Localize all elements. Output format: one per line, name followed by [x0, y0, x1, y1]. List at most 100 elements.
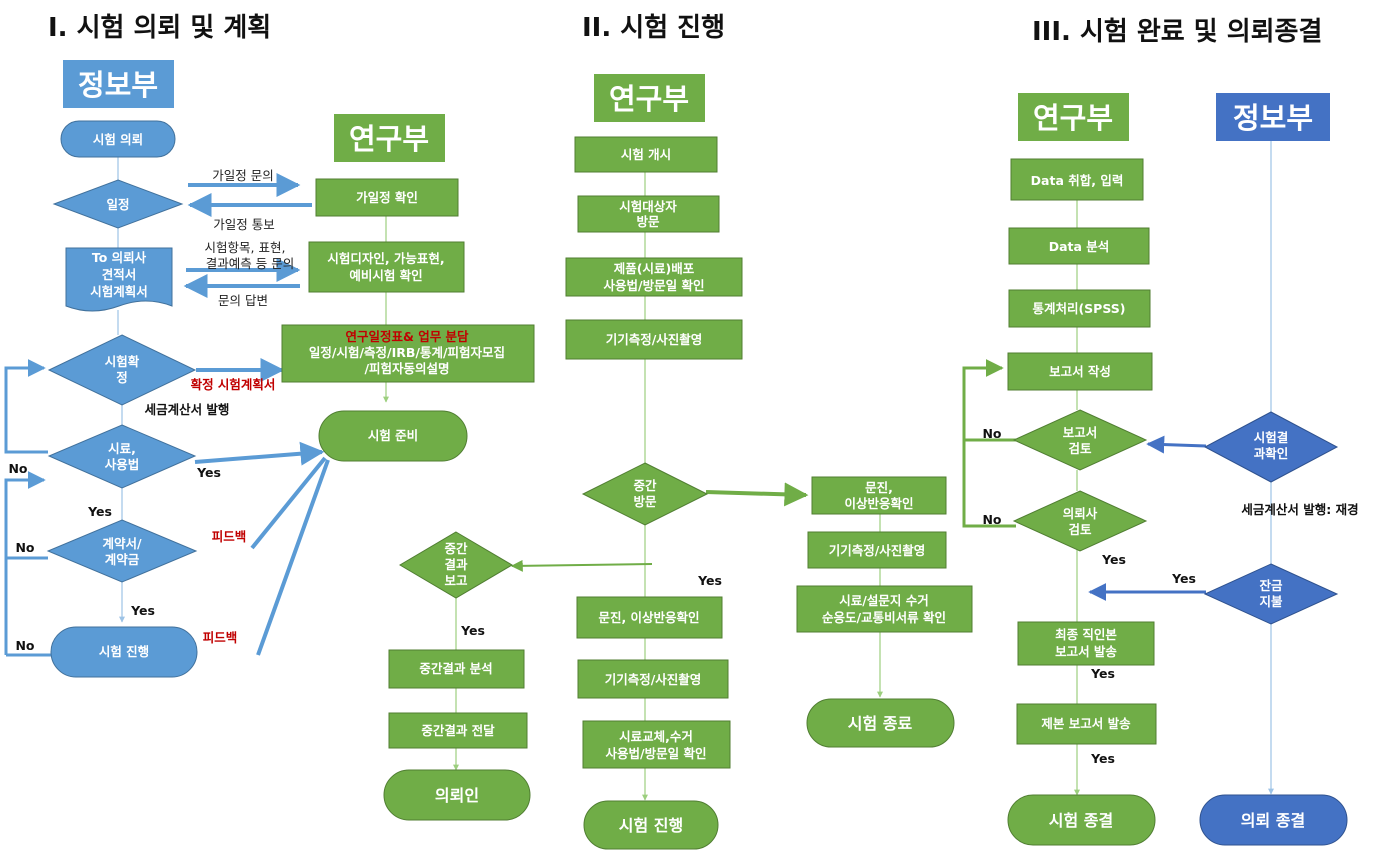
- svg-text:연구부: 연구부: [609, 82, 689, 116]
- label-yes-final: Yes: [1090, 666, 1115, 681]
- node-progress-left: 시험 진행: [50, 626, 198, 678]
- label-no-contract: No: [15, 540, 34, 555]
- svg-text:이상반응확인: 이상반응확인: [844, 496, 913, 511]
- svg-text:최종 직인본: 최종 직인본: [1055, 627, 1117, 642]
- node-test-prep: 시험 준비: [318, 410, 468, 462]
- label-confirmed-plan: 확정 시험계획서: [191, 377, 276, 392]
- section3-info-header: 정보부: [1216, 93, 1330, 141]
- node-bound-report: 제본 보고서 발송: [1016, 703, 1157, 745]
- svg-text:정: 정: [116, 370, 128, 385]
- svg-text:Data 분석: Data 분석: [1049, 239, 1110, 254]
- node-client-review: 의뢰사 검토: [1012, 490, 1148, 552]
- section-title-2: II. 시험 진행: [582, 13, 725, 43]
- svg-text:시험 진행: 시험 진행: [619, 816, 683, 835]
- svg-text:견적서: 견적서: [102, 267, 137, 282]
- svg-text:시료,: 시료,: [108, 441, 136, 456]
- label-yes-mid: Yes: [697, 573, 722, 588]
- svg-text:중간: 중간: [633, 478, 657, 493]
- node-measure-1: 기기측정/사진촬영: [565, 319, 743, 360]
- label-yes-contract: Yes: [87, 504, 112, 519]
- label-items-inquiry-2: 결과예측 등 문의: [206, 256, 294, 271]
- svg-text:시험대상자: 시험대상자: [619, 199, 677, 214]
- label-inquiry-answer: 문의 답변: [218, 293, 268, 308]
- node-mid-visit: 중간 방문: [581, 462, 709, 526]
- svg-text:시험 종료: 시험 종료: [848, 714, 913, 733]
- node-balance-pay: 잔금 지불: [1203, 563, 1339, 625]
- svg-text:제품(시료)배포: 제품(시료)배포: [614, 261, 695, 276]
- section-title-3: III. 시험 완료 및 의뢰종결: [1032, 17, 1322, 47]
- label-yes-client-review: Yes: [1101, 552, 1126, 567]
- svg-text:문진,: 문진,: [865, 480, 893, 495]
- section1-connectors: [4, 157, 459, 771]
- label-tax-invoice-reissue: 세금계산서 발행: 재경: [1241, 502, 1358, 517]
- svg-text:결과: 결과: [444, 557, 468, 572]
- node-client: 의뢰인: [383, 769, 531, 821]
- node-interim-report: 중간 결과 보고: [399, 531, 513, 599]
- label-tentative-inquiry: 가일정 문의: [212, 168, 273, 183]
- svg-text:사용법: 사용법: [105, 457, 140, 472]
- svg-text:기기측정/사진촬영: 기기측정/사진촬영: [605, 672, 702, 687]
- label-no-client-review: No: [982, 512, 1001, 527]
- svg-text:기기측정/사진촬영: 기기측정/사진촬영: [829, 543, 926, 558]
- node-interview-mid: 문진, 이상반응확인: [576, 596, 723, 639]
- node-contract-decision: 계약서/ 계약금: [46, 519, 198, 583]
- svg-text:시험 종결: 시험 종결: [1049, 811, 1113, 830]
- svg-text:중간: 중간: [444, 541, 468, 556]
- node-sample-decision: 시료, 사용법: [47, 424, 197, 489]
- section1-research-header: 연구부: [334, 114, 445, 162]
- svg-text:일정/시험/측정/IRB/통계/피험자모집: 일정/시험/측정/IRB/통계/피험자모집: [309, 345, 505, 360]
- node-subject-visit: 시험대상자 방문: [577, 195, 720, 233]
- label-yes-interim: Yes: [460, 623, 485, 638]
- node-sample-exchange: 시료교체,수거 사용법/방문일 확인: [582, 720, 731, 769]
- node-report-write: 보고서 작성: [1007, 352, 1153, 391]
- node-work-split: 연구일정표& 업무 분담 일정/시험/측정/IRB/통계/피험자모집 /피험자동…: [281, 324, 535, 383]
- svg-text:시험결: 시험결: [1254, 430, 1289, 445]
- svg-text:Data 취합, 입력: Data 취합, 입력: [1031, 173, 1124, 188]
- svg-text:지불: 지불: [1259, 594, 1283, 609]
- node-measure-mid: 기기측정/사진촬영: [577, 659, 729, 699]
- node-result-check: 시험결 과확인: [1203, 411, 1339, 483]
- svg-text:방문: 방문: [636, 214, 660, 229]
- svg-text:보고: 보고: [444, 573, 468, 588]
- svg-text:사용법/방문일 확인: 사용법/방문일 확인: [604, 278, 705, 293]
- svg-text:문진, 이상반응확인: 문진, 이상반응확인: [598, 610, 699, 625]
- label-no-sample: No: [8, 461, 27, 476]
- label-no-progress: No: [15, 638, 34, 653]
- node-interim-analysis: 중간결과 분석: [388, 649, 525, 689]
- node-test-close: 시험 종결: [1007, 794, 1156, 846]
- svg-text:시험디자인, 가능표현,: 시험디자인, 가능표현,: [327, 251, 444, 266]
- node-request: 시험 의뢰: [60, 120, 176, 158]
- svg-text:시험 진행: 시험 진행: [99, 644, 149, 659]
- label-yes-progress: Yes: [130, 603, 155, 618]
- node-final-report: 최종 직인본 보고서 발송: [1017, 621, 1155, 666]
- node-schedule: 일정: [52, 179, 184, 229]
- node-stats: 통계처리(SPSS): [1008, 289, 1151, 328]
- svg-text:시험계획서: 시험계획서: [90, 284, 148, 299]
- svg-text:기기측정/사진촬영: 기기측정/사진촬영: [606, 332, 703, 347]
- node-confirm-decision: 시험확 정: [47, 334, 197, 406]
- node-tentative-check: 가일정 확인: [315, 178, 459, 217]
- section1-info-header: 정보부: [63, 60, 174, 108]
- svg-text:의뢰 종결: 의뢰 종결: [1241, 811, 1305, 830]
- label-yes-bound: Yes: [1090, 751, 1115, 766]
- node-interim-delivery: 중간결과 전달: [388, 712, 528, 749]
- node-start: 시험 개시: [574, 136, 718, 173]
- node-estimate-document: To 의뢰사 견적서 시험계획서: [65, 247, 173, 312]
- svg-text:To 의뢰사: To 의뢰사: [92, 250, 147, 265]
- node-request-close: 의뢰 종결: [1199, 794, 1348, 846]
- svg-text:정보부: 정보부: [1233, 101, 1313, 135]
- svg-text:과확인: 과확인: [1254, 446, 1289, 461]
- svg-text:예비시험 확인: 예비시험 확인: [349, 268, 422, 283]
- svg-text:시험확: 시험확: [105, 354, 140, 369]
- svg-text:연구일정표& 업무 분담: 연구일정표& 업무 분담: [345, 329, 469, 344]
- svg-text:연구부: 연구부: [349, 122, 429, 156]
- svg-text:가일정 확인: 가일정 확인: [356, 190, 418, 205]
- section2-connectors: [510, 172, 883, 801]
- svg-text:검토: 검토: [1068, 441, 1092, 456]
- svg-text:보고서: 보고서: [1063, 425, 1098, 440]
- label-feedback-1: 피드백: [212, 529, 247, 544]
- svg-text:시험 개시: 시험 개시: [621, 147, 671, 162]
- svg-text:시험 준비: 시험 준비: [368, 428, 418, 443]
